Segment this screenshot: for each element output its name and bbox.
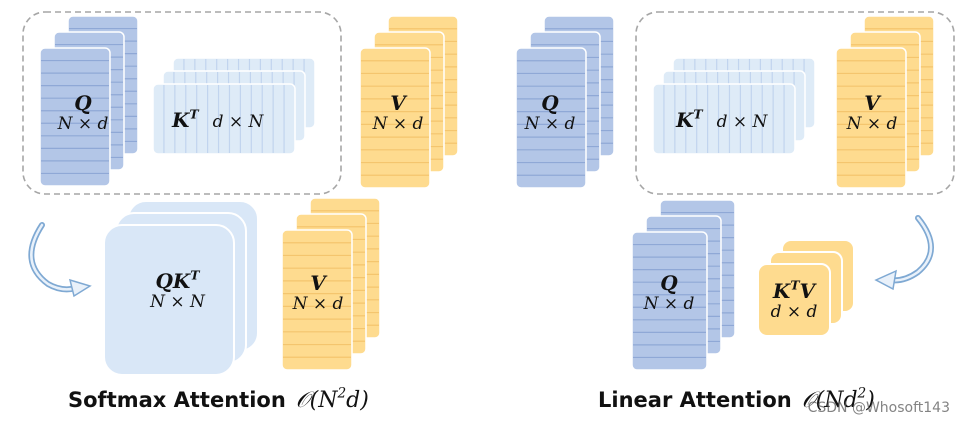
softmax-kt-dim: d × N [212, 112, 264, 132]
softmax-caption-text: Softmax Attention [68, 388, 286, 412]
linear-kt-dim: d × N [716, 112, 768, 132]
softmax-kt-stack-card-3 [152, 83, 296, 155]
softmax-v-stack-card-3 [359, 47, 431, 189]
softmax-v-dim: N × d [372, 114, 424, 134]
softmax-caption: Softmax Attention 𝒪(N2d) [68, 385, 369, 413]
linear-kt-sup: T [693, 106, 703, 122]
linear-ktv-sup: T [790, 277, 800, 293]
linear-complexity-sup: 2 [857, 385, 867, 402]
softmax-q-label: Q N × d [38, 92, 128, 135]
softmax-q-name: Q [74, 91, 92, 115]
linear-q2-stack-card-3 [631, 231, 708, 371]
linear-caption: Linear Attention 𝒪(Nd2) [598, 385, 875, 413]
linear-complexity-main: 𝒪(Nd [801, 388, 858, 413]
softmax-qk-label: QKT N × N [110, 267, 245, 313]
linear-ktv-label: KTV d × d [754, 277, 834, 323]
linear-q2-label: Q N × d [625, 272, 713, 315]
linear-q2-dim: N × d [643, 294, 695, 314]
linear-caption-text: Linear Attention [598, 388, 792, 412]
linear-v-name: V [864, 91, 880, 115]
linear-ktv-name: K [772, 279, 791, 303]
softmax-kt-sup: T [189, 106, 199, 122]
softmax-kt-name: K [172, 108, 190, 132]
linear-complexity-end: ) [866, 388, 875, 413]
softmax-v2-name: V [310, 271, 326, 295]
softmax-q-stack-card-3 [39, 47, 111, 187]
softmax-complexity: 𝒪(N2d) [295, 385, 369, 413]
linear-q-name: Q [541, 91, 559, 115]
linear-ktv-card-3 [757, 263, 831, 337]
softmax-v2-stack-card-3 [281, 229, 353, 371]
softmax-q-dim: N × d [57, 114, 109, 134]
softmax-v2-label: V N × d [278, 272, 358, 315]
linear-v-label: V N × d [832, 92, 912, 135]
softmax-arrow-head [68, 278, 92, 298]
softmax-qk-sup: T [190, 267, 200, 283]
softmax-v-label: V N × d [358, 92, 438, 135]
watermark: CSDN @Whosoft143 [807, 400, 950, 416]
linear-kt-stack-card-3 [652, 83, 796, 155]
linear-kt-name: K [676, 108, 694, 132]
softmax-complexity-main: 𝒪(N [295, 388, 338, 413]
linear-arrow-highlight [888, 216, 933, 282]
softmax-v2-dim: N × d [292, 294, 344, 314]
softmax-qk-dim: N × N [150, 292, 205, 312]
linear-v-stack-card-3 [835, 47, 907, 189]
softmax-v-name: V [390, 91, 406, 115]
softmax-arrow-highlight [30, 223, 78, 291]
softmax-qk-name: QK [155, 269, 191, 293]
linear-q-label: Q N × d [505, 92, 595, 135]
linear-complexity: 𝒪(Nd2) [801, 385, 875, 413]
linear-arrow-head [874, 269, 897, 291]
softmax-qk-card-3 [103, 224, 235, 376]
linear-v-dim: N × d [846, 114, 898, 134]
linear-ktv-dim: d × d [770, 302, 818, 322]
softmax-complexity-end: d) [346, 388, 369, 413]
linear-q-stack-card-3 [515, 47, 587, 189]
softmax-complexity-sup: 2 [337, 385, 347, 402]
linear-ktv-name-end: V [799, 279, 816, 303]
linear-q2-name: Q [660, 271, 678, 295]
linear-q-dim: N × d [524, 114, 576, 134]
